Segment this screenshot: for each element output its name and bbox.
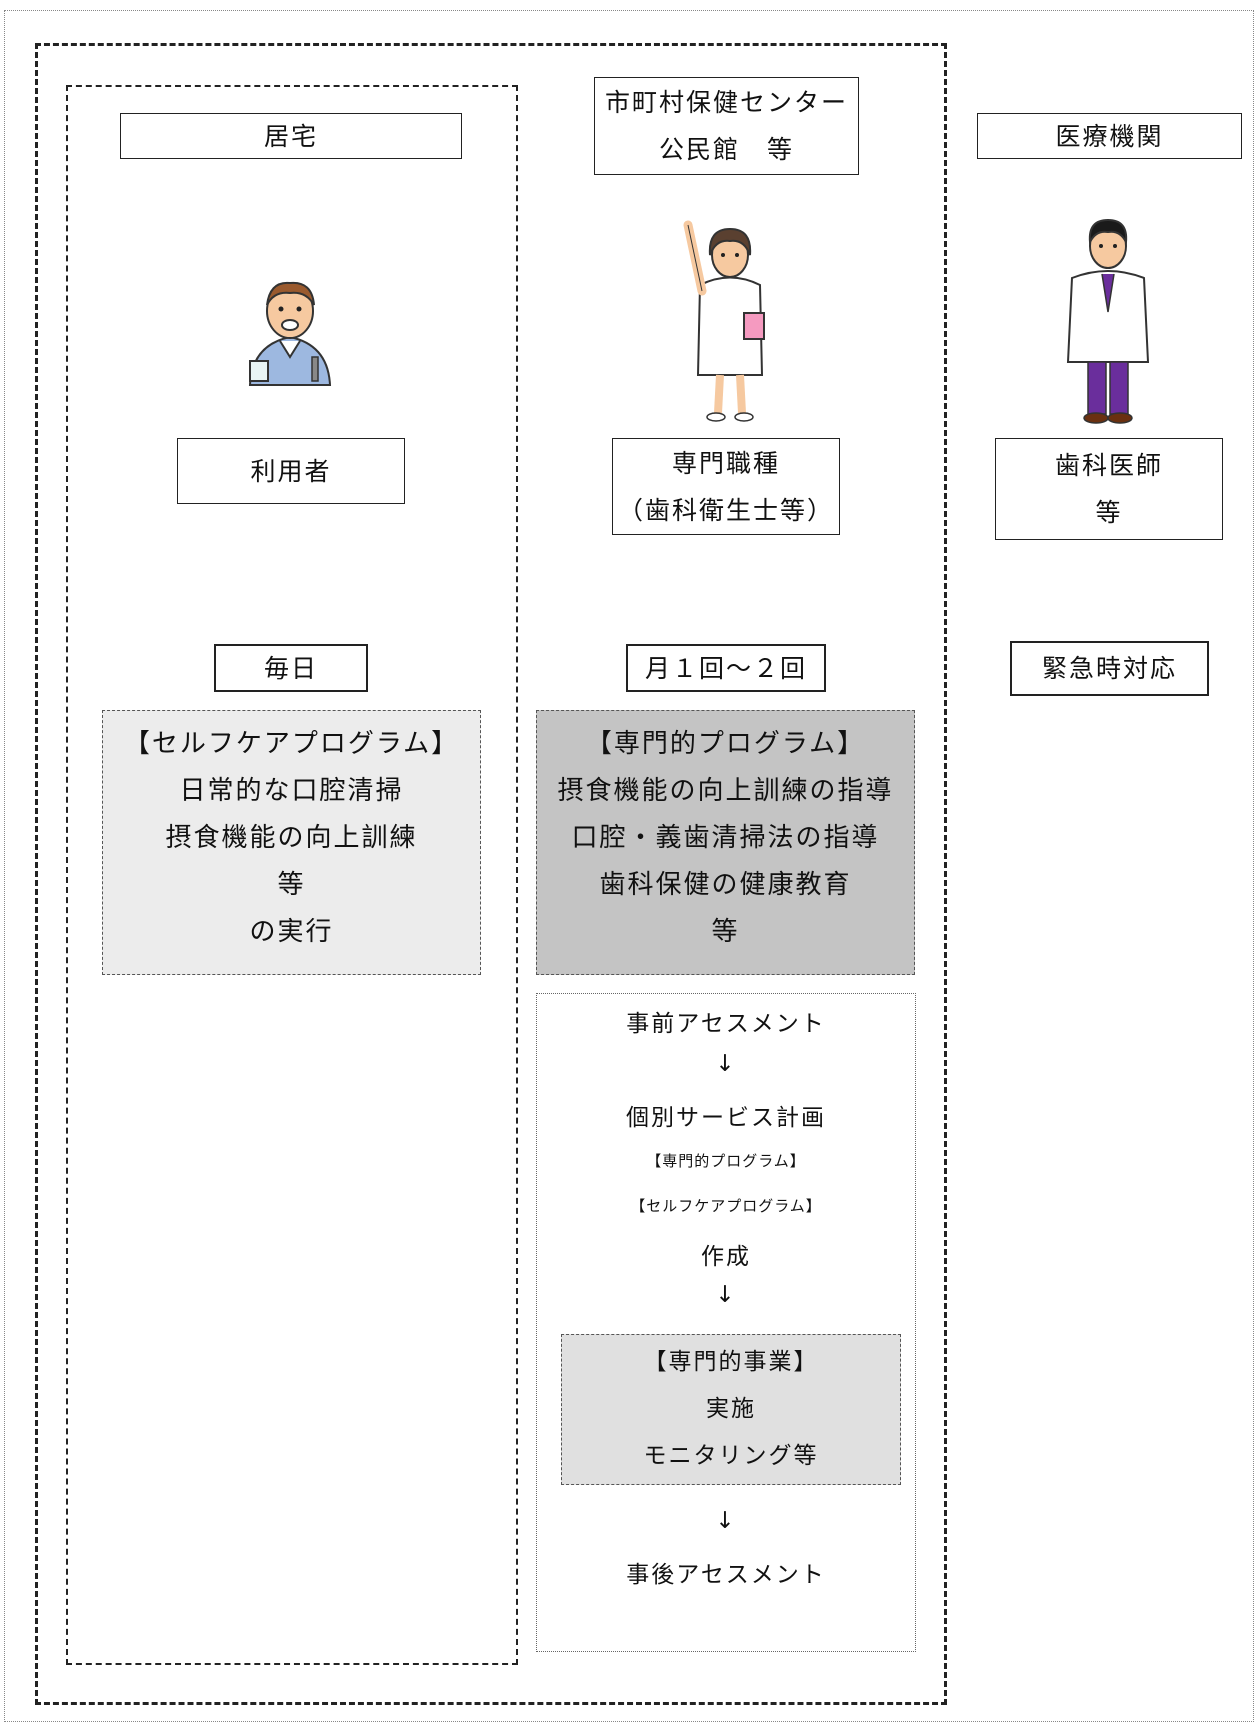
home-header-label: 居宅 xyxy=(263,121,318,151)
center-header-line1: 市町村保健センター xyxy=(604,88,848,117)
staff-role-line2: （歯科衛生士等） xyxy=(617,495,834,525)
professional-program-box: 【専門的プログラム】 摂食機能の向上訓練の指導 口腔・義歯清掃法の指導 歯科保健… xyxy=(536,710,915,975)
home-header: 居宅 xyxy=(120,113,462,159)
staff-role-line1: 専門職種 xyxy=(671,448,780,478)
dentist-role-line1: 歯科医師 xyxy=(1054,451,1163,480)
service-plan: 個別サービス計画 xyxy=(626,1105,826,1131)
daily-frequency-box: 毎日 xyxy=(214,644,368,692)
down-arrow-icon: ↓ xyxy=(715,1508,737,1534)
professional-program-item: 口腔・義歯清掃法の指導 xyxy=(571,823,880,853)
medical-header-label: 医療機関 xyxy=(1055,121,1164,151)
dentist-doctor-icon xyxy=(1066,218,1150,424)
professional-program-item: 摂食機能の向上訓練の指導 xyxy=(557,776,894,806)
project-title: 【専門的事業】 xyxy=(643,1349,819,1375)
outer-frame xyxy=(4,10,1254,1722)
plan-selfcare-program: 【セルフケアプログラム】 xyxy=(630,1197,822,1215)
selfcare-program-box: 【セルフケアプログラム】 日常的な口腔清掃 摂食機能の向上訓練 等 の実行 xyxy=(102,710,481,975)
pre-assessment: 事前アセスメント xyxy=(626,1011,826,1037)
community-area-frame xyxy=(35,43,947,1705)
emergency-label: 緊急時対応 xyxy=(1041,654,1177,683)
selfcare-program-item: 等 xyxy=(277,870,306,900)
user-role-label: 利用者 xyxy=(250,456,332,486)
plan-create: 作成 xyxy=(701,1244,751,1270)
selfcare-program-item: 摂食機能の向上訓練 xyxy=(165,823,418,853)
down-arrow-icon: ↓ xyxy=(715,1282,737,1308)
monthly-frequency-box: 月１回～２回 xyxy=(626,644,826,692)
emergency-box: 緊急時対応 xyxy=(1010,641,1209,696)
monthly-frequency-label: 月１回～２回 xyxy=(644,653,807,683)
selfcare-program-item: 日常的な口腔清掃 xyxy=(179,776,404,806)
professional-program-item: 歯科保健の健康教育 xyxy=(599,870,852,900)
professional-project-box: 【専門的事業】 実施 モニタリング等 xyxy=(561,1334,901,1485)
professional-program-title: 【専門的プログラム】 xyxy=(585,729,866,759)
nurse-hygienist-icon xyxy=(683,220,765,422)
post-assessment: 事後アセスメント xyxy=(626,1562,826,1588)
professional-program-item: 等 xyxy=(711,917,740,947)
center-header: 市町村保健センター 公民館 等 xyxy=(594,77,859,175)
medical-header: 医療機関 xyxy=(977,113,1242,159)
user-role-box: 利用者 xyxy=(177,438,405,504)
project-item: 実施 xyxy=(706,1396,756,1422)
dentist-role-box: 歯科医師 等 xyxy=(995,438,1223,540)
selfcare-program-title: 【セルフケアプログラム】 xyxy=(123,729,460,759)
service-flow-box: 事前アセスメント ↓ 個別サービス計画 【専門的プログラム】 【セルフケアプログ… xyxy=(536,993,916,1652)
dentist-role-line2: 等 xyxy=(1095,498,1123,527)
center-header-line2: 公民館 等 xyxy=(658,135,794,164)
project-item: モニタリング等 xyxy=(643,1443,819,1469)
daily-frequency-label: 毎日 xyxy=(263,653,318,683)
plan-professional-program: 【専門的プログラム】 xyxy=(646,1152,806,1170)
down-arrow-icon: ↓ xyxy=(715,1051,737,1077)
staff-role-box: 専門職種 （歯科衛生士等） xyxy=(612,438,840,535)
user-person-icon xyxy=(248,281,332,386)
home-area-frame xyxy=(66,85,518,1665)
selfcare-program-item: の実行 xyxy=(249,917,334,947)
